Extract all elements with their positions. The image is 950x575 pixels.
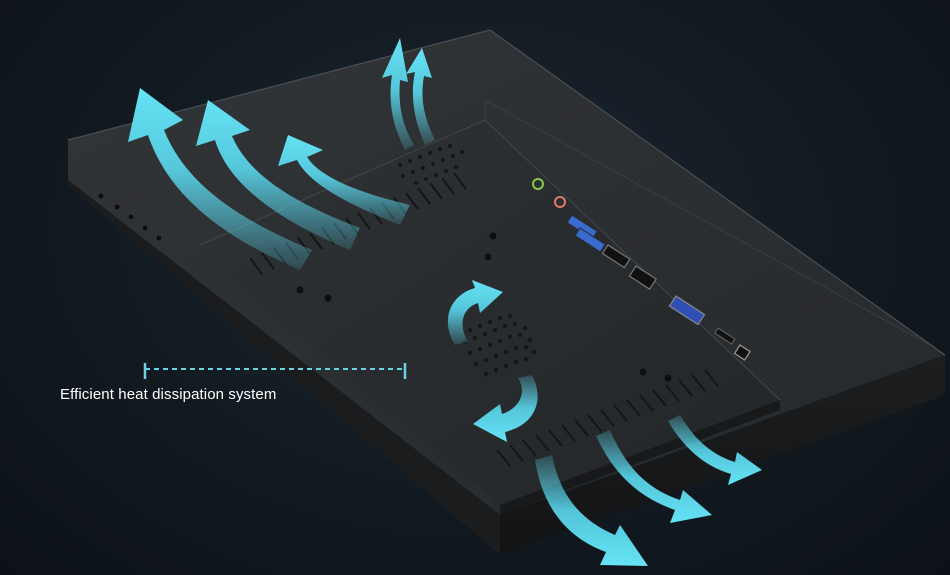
lan-port	[628, 265, 657, 290]
airflow-arrows-up	[128, 38, 435, 270]
rotation-arrow-icon	[473, 375, 538, 442]
airflow-arrow-icon	[406, 48, 435, 145]
rotation-arrow-icon	[447, 280, 503, 345]
usb-port-2	[574, 227, 606, 253]
top-grille	[398, 144, 464, 185]
airflow-arrow-icon	[382, 38, 414, 150]
mic-in-port	[554, 196, 566, 208]
airflow-arrow-icon	[596, 430, 712, 523]
io-ports	[532, 178, 751, 361]
airflow-arrow-icon	[128, 88, 312, 270]
airflow-arrow-icon	[535, 455, 648, 566]
airflow-arrow-icon	[278, 135, 410, 225]
audio-out-port	[532, 178, 544, 190]
feature-caption: Efficient heat dissipation system	[60, 386, 277, 403]
airflow-arrow-icon	[196, 100, 360, 250]
rotation-arrows	[447, 280, 538, 442]
monitor-body	[67, 29, 946, 555]
fan-grille	[462, 313, 537, 377]
power-port	[733, 344, 751, 361]
airflow-arrows-down	[535, 415, 762, 566]
monitor-right-edge	[500, 355, 945, 555]
vga-port	[668, 295, 706, 326]
airflow-arrow-icon	[668, 415, 762, 485]
monitor-left-edge	[68, 140, 500, 555]
callout-line	[143, 363, 407, 379]
dc-slot	[714, 327, 736, 345]
hdmi-port	[601, 244, 631, 269]
mount-holes	[98, 193, 672, 382]
vent-slots-bottom	[496, 369, 719, 467]
